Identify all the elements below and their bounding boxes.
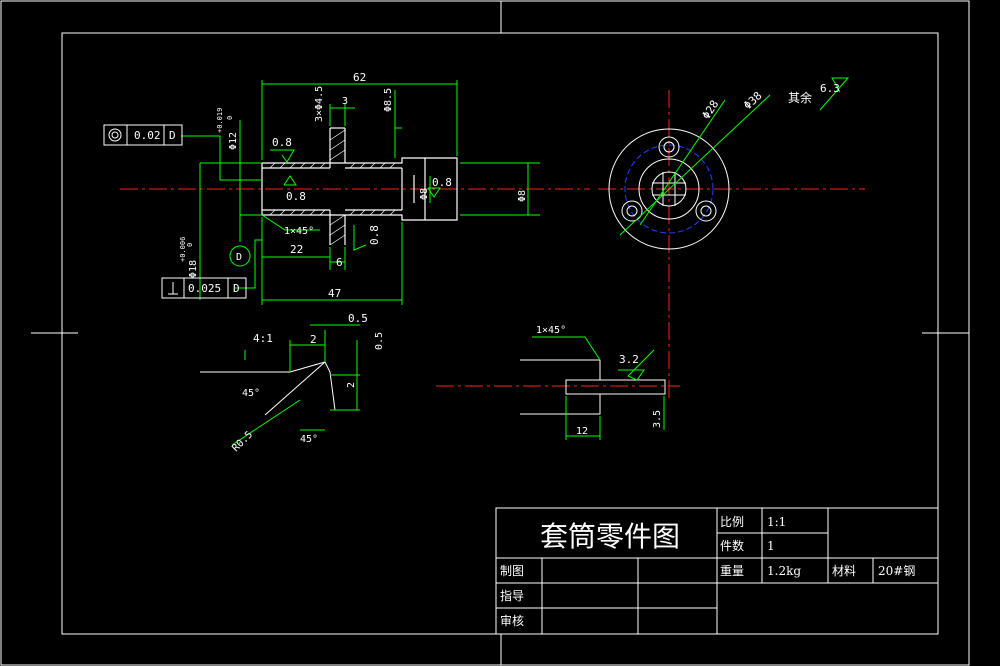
dim-62: 62 (353, 71, 366, 84)
fcf1-datum: D (169, 129, 176, 142)
dim-47: 47 (328, 287, 341, 300)
datum-letter: D (236, 252, 242, 263)
dim-d18-sup: +0.006 (179, 237, 187, 262)
detail-45a: 45° (242, 388, 260, 399)
fcf2-value: 0.025 (188, 282, 221, 295)
detail-d05a: 0.5 (348, 312, 368, 325)
drawn-label: 制图 (500, 564, 524, 578)
count-value: 1 (767, 539, 775, 553)
roughness-08b: 0.8 (286, 190, 306, 203)
groove-d12: 12 (576, 426, 588, 437)
dim-d98: Φ8 (419, 188, 430, 200)
count-label: 件数 (720, 538, 744, 553)
detail-scale: 4:1 (253, 332, 273, 345)
fcf-coaxiality (103, 124, 183, 146)
dim-d12-sub: 0 (226, 116, 234, 120)
dim-6: 6 (336, 256, 343, 269)
dim-3x64: 3×Φ4.5 (314, 86, 325, 122)
dim-d18-sub: 0 (186, 243, 194, 247)
title-block (495, 507, 939, 635)
roughness-08a: 0.8 (272, 136, 292, 149)
material-label: 材料 (832, 564, 856, 578)
groove-d3-5: 3.5 (652, 410, 663, 428)
main-section-view: 62 3×Φ4.5 3 Φ8.5 0.8 0.8 0.8 0.8 Φ12 +0.… (103, 71, 590, 305)
dim-3: 3 (342, 96, 348, 107)
groove-chamfer: 1×45° (536, 325, 566, 336)
guide-label: 指导 (500, 588, 524, 603)
dim-d18: Φ18 (188, 260, 199, 278)
weight-label: 重量 (720, 564, 744, 578)
scale-label: 比例 (720, 515, 744, 529)
rest-roughness: 6.3 (820, 82, 840, 95)
detail-d2a: 2 (310, 333, 317, 346)
detail-r05: R0.5 (230, 429, 255, 454)
sheet-border (0, 0, 970, 666)
dim-chamfer1: 1×45° (284, 226, 314, 237)
rest-label: 其余 (788, 90, 812, 105)
dim-68-5: Φ8.5 (383, 88, 394, 112)
datum-symbol (229, 245, 251, 267)
detail-d2b: 2 (346, 382, 357, 388)
scale-value: 1:1 (767, 515, 786, 529)
fcf-perpendicular (161, 277, 247, 299)
dim-d08-vert: Φ8 (517, 190, 528, 202)
roughness-08d: 0.8 (432, 176, 452, 189)
dim-d12-sup: +0.019 (216, 108, 224, 133)
dim-22: 22 (290, 243, 303, 256)
material-value: 20#钢 (878, 564, 915, 578)
dim-d28: Φ28 (700, 98, 722, 122)
dim-d12: Φ12 (228, 132, 239, 150)
groove-view: 1×45° 3.2 12 3.5 (436, 325, 680, 440)
detail-45b: 45° (300, 434, 318, 445)
detail-view: 4:1 2 0.5 0.5 2 45° 45° R0.5 (200, 312, 385, 454)
fcf2-datum: D (233, 282, 240, 295)
weight-value: 1.2kg (767, 564, 801, 578)
end-view: Φ28 Φ38 其余 6.3 (598, 77, 865, 400)
dim-d38: Φ38 (741, 89, 764, 112)
roughness-08c: 0.8 (368, 225, 381, 245)
groove-rough: 3.2 (619, 353, 639, 366)
detail-d05b: 0.5 (374, 332, 385, 350)
fcf1-value: 0.02 (134, 129, 161, 142)
review-label: 审核 (500, 613, 524, 628)
drawing-title: 套筒零件图 (540, 520, 680, 553)
